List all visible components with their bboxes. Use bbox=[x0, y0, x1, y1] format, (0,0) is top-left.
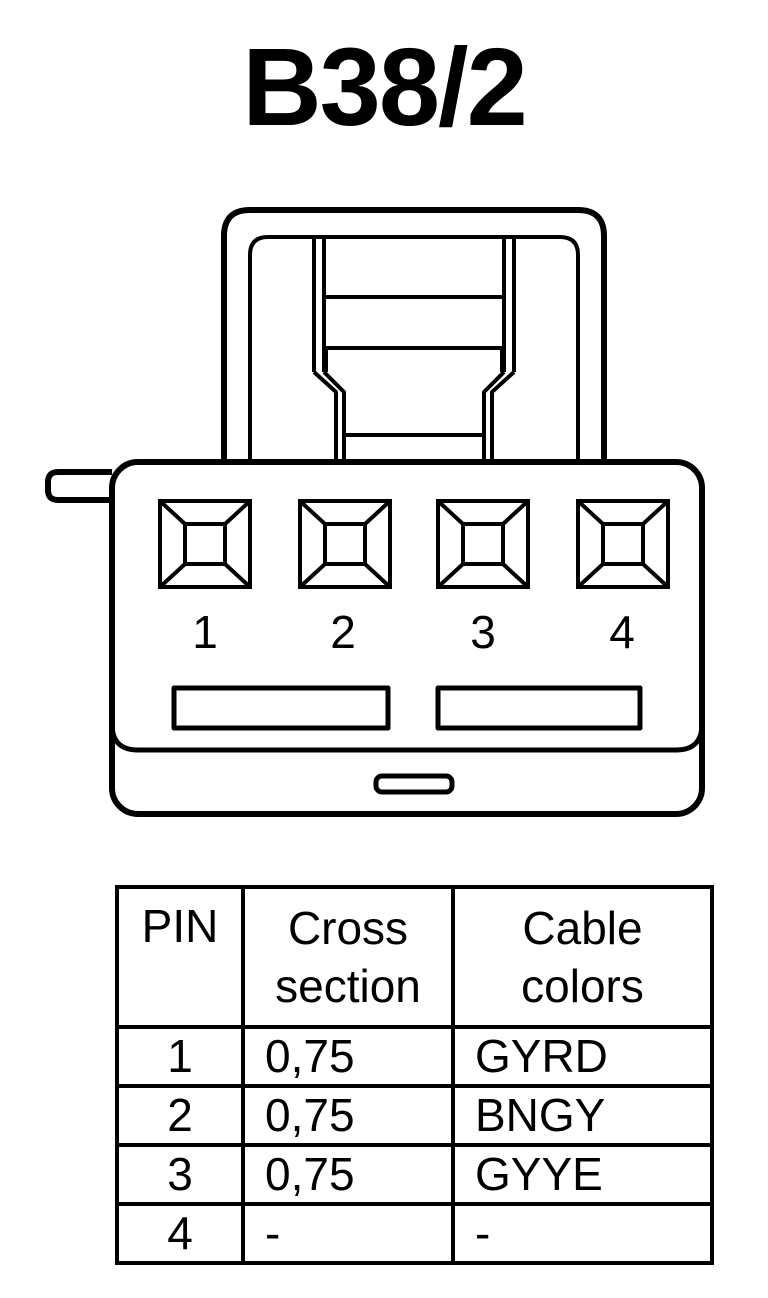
row-cross-section: 0,75 bbox=[241, 1143, 455, 1206]
pin-cavity-4 bbox=[576, 499, 670, 589]
row-cable-color: BNGY bbox=[451, 1084, 714, 1147]
table-row: 2 0,75 BNGY bbox=[115, 1084, 714, 1147]
pin-label-3: 3 bbox=[470, 606, 496, 658]
latch-inner bbox=[248, 235, 580, 462]
pin-label-1: 1 bbox=[192, 606, 218, 658]
pin-cavity-2 bbox=[298, 499, 392, 589]
connector-diagram: 1 2 3 4 bbox=[45, 207, 705, 817]
row-pin: 3 bbox=[115, 1143, 245, 1206]
pin-label-2: 2 bbox=[330, 606, 356, 658]
header-cable-colors-line-2: colors bbox=[521, 960, 644, 1012]
header-pin-label: PIN bbox=[141, 900, 219, 952]
header-cable-colors-line-1: Cable bbox=[522, 902, 643, 954]
key-slot-right bbox=[435, 685, 643, 731]
latch-tongue bbox=[312, 237, 516, 462]
header-pin: PIN bbox=[115, 885, 245, 1029]
pin-cavity-3 bbox=[436, 499, 530, 589]
table-header-row: PIN Cross section Cable colors bbox=[115, 885, 714, 1029]
row-cable-color: GYRD bbox=[451, 1025, 714, 1088]
row-pin: 4 bbox=[115, 1202, 245, 1265]
key-slot-left bbox=[171, 685, 391, 731]
pin-cavity-1 bbox=[158, 499, 252, 589]
row-pin: 2 bbox=[115, 1084, 245, 1147]
row-cross-section: 0,75 bbox=[241, 1084, 455, 1147]
row-pin: 1 bbox=[115, 1025, 245, 1088]
table-row: 3 0,75 GYYE bbox=[115, 1143, 714, 1206]
pin-cavities bbox=[158, 499, 670, 589]
header-cable-colors: Cable colors bbox=[451, 885, 714, 1029]
pin-label-4: 4 bbox=[609, 606, 635, 658]
header-cross-section-line-2: section bbox=[275, 960, 421, 1012]
table-row: 4 - - bbox=[115, 1202, 714, 1265]
connector-housing bbox=[109, 459, 705, 817]
side-tab bbox=[45, 469, 112, 503]
latch-outer bbox=[221, 207, 607, 462]
row-cross-section: - bbox=[241, 1202, 455, 1265]
pin-assignment-table: PIN Cross section Cable colors 1 0,75 GY… bbox=[115, 885, 714, 1265]
bottom-slot bbox=[373, 773, 455, 795]
header-cross-section: Cross section bbox=[241, 885, 455, 1029]
row-cable-color: GYYE bbox=[451, 1143, 714, 1206]
housing-step bbox=[109, 723, 705, 753]
header-cross-section-line-1: Cross bbox=[287, 902, 409, 954]
connector-title: B38/2 bbox=[242, 26, 528, 149]
row-cross-section: 0,75 bbox=[241, 1025, 455, 1088]
table-row: 1 0,75 GYRD bbox=[115, 1025, 714, 1088]
row-cable-color: - bbox=[451, 1202, 714, 1265]
